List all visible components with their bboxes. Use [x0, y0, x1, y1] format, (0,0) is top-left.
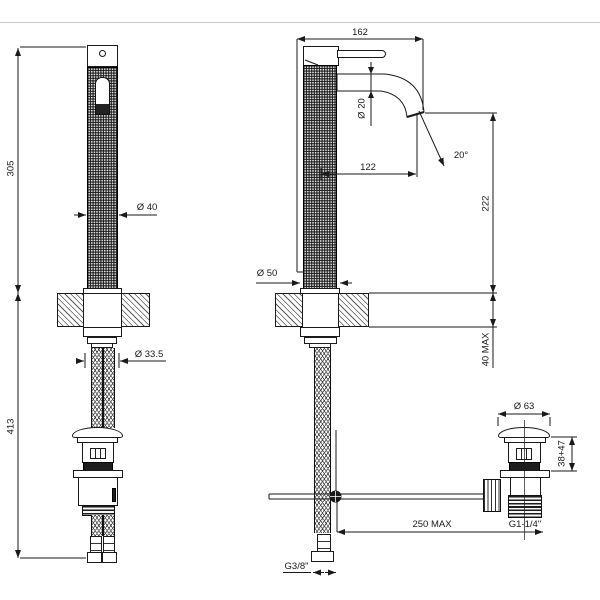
- sheet-border-top: [0, 22, 600, 23]
- waste-overflow-slot-side: [516, 448, 532, 460]
- hose-nut-side: [311, 551, 334, 562]
- waste-thread-side: [508, 495, 542, 518]
- supply-hose-front-right: [103, 348, 115, 428]
- hose-lower-front-left: [91, 515, 103, 536]
- dim-spout-tube-diameter: Ø 20: [356, 98, 368, 119]
- dim-shank-diameter: Ø 33.5: [134, 349, 164, 360]
- side-lever: [337, 50, 386, 58]
- front-cap-dot: [99, 50, 106, 57]
- waste-tail-mark-front: [112, 488, 116, 502]
- hose-lower-front-right: [103, 515, 115, 536]
- rod-pivot-nut: [483, 479, 501, 512]
- countertop-hatch-front-left: [57, 293, 84, 327]
- side-locknut: [300, 327, 340, 337]
- spout-outline: [336, 73, 425, 118]
- countertop-hatch-side-right: [338, 293, 369, 327]
- hose-nut-front-left: [87, 552, 102, 563]
- side-body-knurled: [303, 65, 337, 289]
- waste-overflow-slot-front: [90, 448, 106, 459]
- side-shank-end: [309, 343, 331, 348]
- dim-deck-thickness-max: 40 MAX: [480, 332, 492, 367]
- dim-height-below-deck: 413: [5, 418, 17, 435]
- dim-waste-thread: G1-1/4": [508, 519, 542, 530]
- spout-tip-face: [406, 111, 425, 118]
- hose-connector-front-left: [90, 536, 102, 553]
- dim-waste-adjustment: 38+47: [556, 440, 568, 467]
- countertop-hatch-side-left: [275, 293, 303, 327]
- front-locknut: [83, 327, 122, 337]
- dim-body-diameter: Ø 40: [136, 202, 158, 213]
- hose-nut-front-right: [102, 552, 117, 563]
- dim-spout-outlet-height: 222: [480, 195, 492, 212]
- front-base-flange: [83, 288, 122, 294]
- supply-hose-front-left: [91, 348, 103, 428]
- dim-base-diameter: Ø 50: [256, 268, 278, 279]
- handle-underside-line: [304, 59, 319, 66]
- front-lever-slot-end: [96, 104, 109, 114]
- waste-tail-front: [78, 477, 118, 506]
- dim-waste-cap-diameter: Ø 63: [513, 401, 535, 412]
- supply-hose-side: [314, 348, 331, 533]
- dim-overall-depth: 162: [352, 27, 368, 38]
- dim-rod-length-max: 250 MAX: [412, 519, 452, 530]
- dim-spray-angle: 20°: [453, 150, 469, 161]
- dim-spout-projection: 122: [360, 162, 376, 173]
- dim-hose-thread: G3/8": [283, 561, 310, 573]
- side-base-flange: [300, 288, 340, 294]
- front-shank-end: [91, 343, 113, 348]
- countertop-hatch-front-right: [121, 293, 150, 327]
- dim-height-to-deck: 305: [5, 160, 17, 177]
